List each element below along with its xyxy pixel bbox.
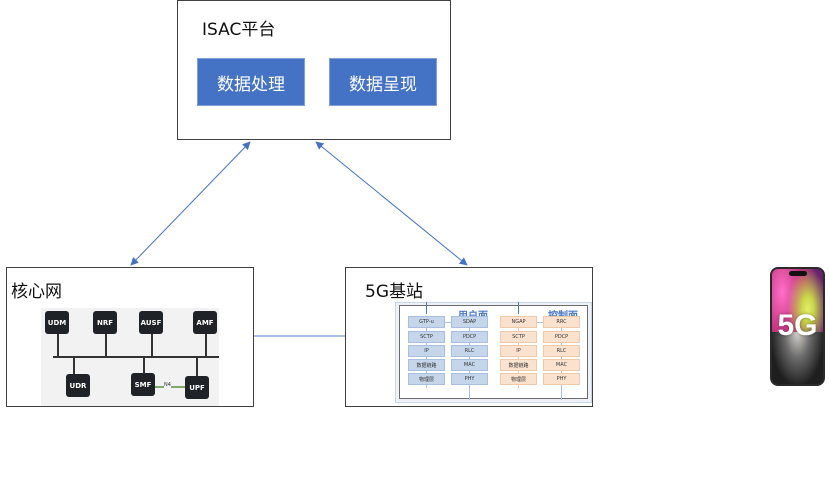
protocol-stack-diagram: 用户面 GTP-u SCTP IP 数据链路 物理层 SDAP PDCP RLC… [395, 302, 592, 403]
isac-platform-box: ISAC平台 数据处理 数据呈现 [177, 0, 451, 140]
cp-layer: RRC [543, 316, 580, 328]
stack-link [445, 322, 453, 323]
uplink-arrow [518, 302, 519, 314]
up-layer: SCTP [408, 331, 445, 343]
arrow-isac-core [130, 141, 251, 266]
isac-title: ISAC平台 [202, 20, 276, 40]
bus-link [196, 356, 198, 380]
cp-layer: 物理层 [500, 373, 537, 385]
cp-layer: RLC [543, 345, 580, 357]
bus-link [57, 332, 59, 356]
5g-phone-image: 5G [770, 267, 825, 386]
nf-udm[interactable]: UDM [45, 311, 69, 334]
core-network-diagram: N4 UDM NRF AUSF AMF UDR SMF UPF [41, 308, 219, 406]
phone-screen: 5G [772, 269, 823, 384]
cp-layer: 数据链路 [500, 359, 537, 371]
cp-layer: NGAP [500, 316, 537, 328]
cp-layer: PHY [543, 373, 580, 385]
data-presentation-block[interactable]: 数据呈现 [329, 58, 437, 106]
protocol-stack-frame: 用户面 GTP-u SCTP IP 数据链路 物理层 SDAP PDCP RLC… [399, 302, 588, 400]
nf-upf[interactable]: UPF [185, 376, 209, 399]
bus-link [143, 356, 145, 378]
up-layer: MAC [451, 359, 488, 371]
n4-label: N4 [164, 382, 171, 388]
stack-link [537, 322, 545, 323]
phone-5g-label: 5G [777, 309, 818, 342]
nf-udr[interactable]: UDR [66, 374, 90, 397]
bus-link [73, 356, 75, 380]
cp-layer: MAC [543, 359, 580, 371]
up-layer: 数据链路 [408, 359, 445, 371]
bus-link [205, 332, 207, 356]
cp-layer: IP [500, 345, 537, 357]
cp-layer: PDCP [543, 331, 580, 343]
arrow-isac-gnb [315, 141, 468, 266]
core-network-box: 核心网 N4 UDM NRF AUSF AMF UDR SMF UPF [6, 267, 254, 407]
service-bus [53, 356, 219, 358]
gnb-box: 5G基站 用户面 GTP-u SCTP IP 数据链路 物理层 SDAP PDC… [345, 267, 593, 407]
nf-ausf[interactable]: AUSF [139, 311, 163, 334]
up-layer: 物理层 [408, 373, 445, 385]
up-layer: RLC [451, 345, 488, 357]
bus-link [105, 332, 107, 356]
up-layer: IP [408, 345, 445, 357]
phone-notch [788, 271, 807, 276]
core-network-title: 核心网 [11, 282, 62, 302]
up-layer: PDCP [451, 331, 488, 343]
nf-smf[interactable]: SMF [131, 373, 155, 396]
gnb-title: 5G基站 [365, 282, 423, 302]
uplink-arrow [426, 302, 427, 314]
bus-link [151, 332, 153, 356]
up-layer: SDAP [451, 316, 488, 328]
nf-amf[interactable]: AMF [193, 311, 217, 334]
cp-layer: SCTP [500, 331, 537, 343]
data-processing-block[interactable]: 数据处理 [197, 58, 305, 106]
up-layer: PHY [451, 373, 488, 385]
nf-nrf[interactable]: NRF [93, 311, 117, 334]
up-layer: GTP-u [408, 316, 445, 328]
